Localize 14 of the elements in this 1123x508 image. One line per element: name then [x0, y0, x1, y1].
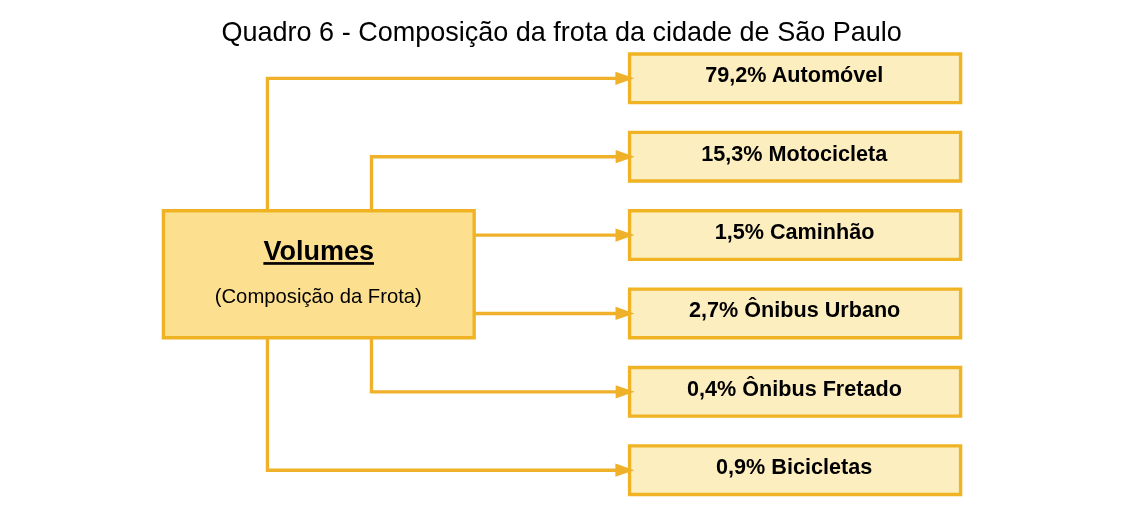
- node-box: 2,7% Ônibus Urbano: [627, 287, 962, 340]
- arrow: [369, 337, 635, 399]
- node-box: Volumes (Composição da Frota): [161, 209, 476, 340]
- arrow: [265, 71, 634, 211]
- arrow: [369, 150, 635, 211]
- arrow: [474, 306, 634, 321]
- arrow: [474, 228, 634, 242]
- node-box: 79,2% Automóvel: [627, 52, 962, 105]
- diagram-title: Quadro 6 - Composição da frota da cidade de São Paulo: [221, 16, 902, 47]
- node-box: 0,9% Bicicletas: [627, 444, 962, 497]
- node-box: 15,3% Motocicleta: [627, 130, 962, 183]
- node-box: 0,4% Ônibus Fretado: [627, 365, 962, 418]
- node-box: 1,5% Caminhão: [627, 209, 962, 262]
- arrow: [265, 337, 634, 477]
